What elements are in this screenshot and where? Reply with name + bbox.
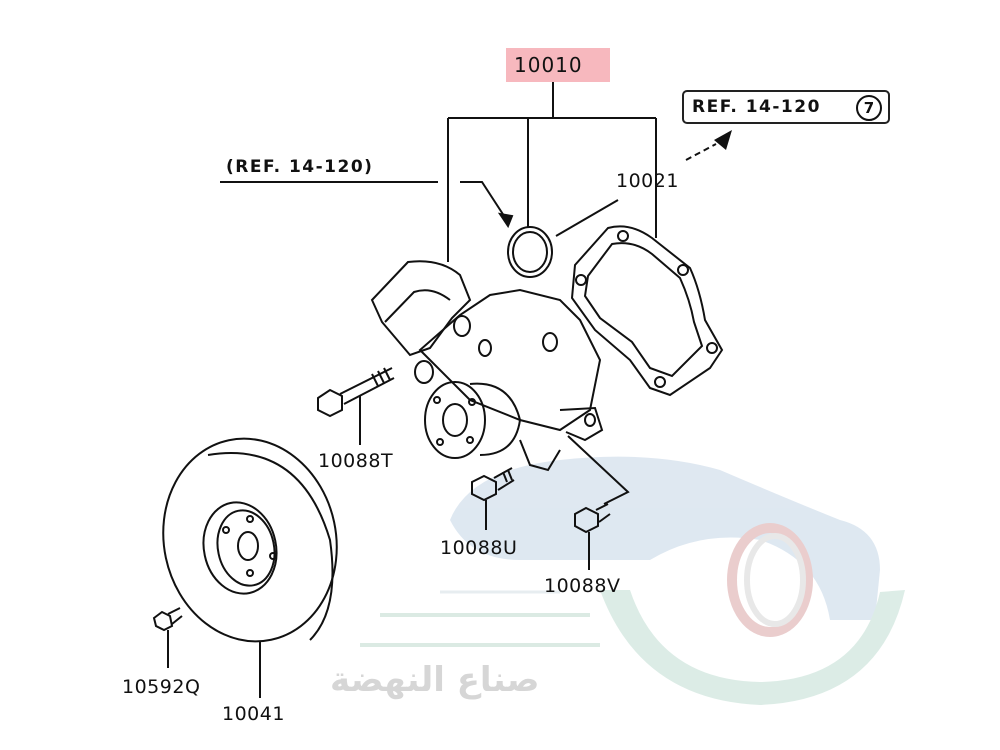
main-assembly-part-number: 10010: [514, 53, 583, 77]
ref-circled-number: 7: [856, 95, 882, 121]
part-label-bolt-short-v[interactable]: 10088V: [544, 575, 621, 597]
gasket-leader: [555, 199, 619, 237]
inline-ref-leader: [220, 181, 514, 229]
bolt-short-v: [574, 503, 611, 570]
watermark-logo: [360, 456, 905, 705]
watermark-text: صناع النهضة: [330, 660, 540, 700]
ref-arrow: [685, 130, 732, 161]
assembly-leader-lines: [447, 82, 657, 262]
gasket: [570, 225, 724, 397]
pulley: [162, 437, 338, 698]
part-label-gasket[interactable]: 10021: [616, 170, 679, 192]
water-pump: [370, 260, 604, 472]
bolt-long: [317, 367, 395, 445]
main-assembly-label[interactable]: 10010: [506, 48, 610, 82]
bolt-short-u: [471, 467, 515, 530]
part-label-bolt-short-u[interactable]: 10088U: [440, 537, 518, 559]
part-label-bolt-long[interactable]: 10088T: [318, 450, 394, 472]
watermark-car-shape: [450, 456, 880, 620]
watermark-tire-icon: [727, 523, 813, 637]
arrow-icon: [714, 130, 732, 150]
pulley-bolt: [152, 607, 183, 668]
bolt-v-leader: [567, 435, 630, 505]
inline-ref-label[interactable]: (REF. 14-120): [226, 157, 374, 177]
part-label-pulley-bolt[interactable]: 10592Q: [122, 676, 201, 698]
ref-link-text: REF. 14-120: [692, 97, 821, 117]
watermark-gear-icon: [600, 590, 905, 705]
o-ring: [507, 226, 553, 278]
ref-link-box[interactable]: REF. 14-120 7: [682, 90, 890, 124]
part-label-pulley[interactable]: 10041: [222, 703, 285, 725]
watermark-tire-inner: [744, 533, 806, 627]
